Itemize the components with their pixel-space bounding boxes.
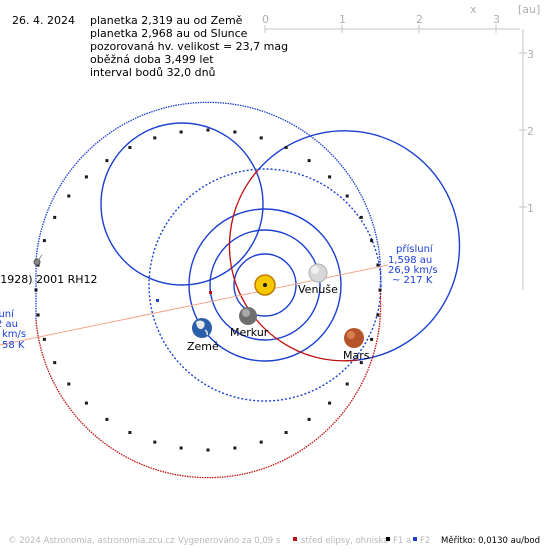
venus bbox=[308, 263, 328, 283]
aphelion-info: odsluní 2 au km/s 58 K bbox=[0, 308, 26, 351]
orbit-point bbox=[259, 136, 263, 140]
orbit-point bbox=[345, 382, 349, 386]
asteroid-orbit-red bbox=[35, 289, 382, 479]
right-tick-1: 1 bbox=[527, 202, 534, 215]
right-tick-2: 2 bbox=[527, 125, 534, 138]
perihelion-info: přísluní 1,598 au 26,9 km/s ~ 217 K bbox=[388, 243, 438, 286]
asteroid-label: (1928) 2001 RH12 bbox=[0, 273, 97, 286]
orbit-point bbox=[67, 382, 71, 386]
top-tick-1: 1 bbox=[339, 13, 346, 26]
orbit-point bbox=[328, 175, 332, 179]
orbit-point bbox=[359, 361, 363, 365]
orbit-point bbox=[206, 448, 210, 452]
top-tick-3: 3 bbox=[493, 13, 500, 26]
orbit-point bbox=[359, 215, 363, 219]
top-tick-2: 2 bbox=[416, 13, 423, 26]
orbit-point bbox=[328, 401, 332, 405]
orbit-point bbox=[284, 146, 288, 149]
perihelion-temp: ~ 217 K bbox=[392, 275, 433, 286]
orbit-point bbox=[284, 431, 288, 434]
legend-center-marker bbox=[293, 537, 297, 541]
orbit-point bbox=[53, 215, 57, 219]
footer: © 2024 Astronomia, astronomia.zcu.cz Vyg… bbox=[8, 536, 540, 546]
orbit-point bbox=[153, 440, 157, 444]
orbit-point bbox=[233, 130, 237, 134]
aphelion-temp: 58 K bbox=[2, 340, 25, 351]
orbit-point bbox=[67, 194, 71, 198]
footer-copyright: © 2024 Astronomia, astronomia.zcu.cz bbox=[8, 536, 175, 546]
orbit-point bbox=[376, 263, 380, 267]
info-distance-sun: planetka 2,968 au od Slunce bbox=[90, 27, 248, 40]
venus-orbit bbox=[209, 229, 321, 341]
date-label: 26. 4. 2024 bbox=[12, 14, 75, 27]
footer-generated: Vygenerováno za 0,09 s bbox=[178, 536, 281, 546]
footer-f1: F1 a bbox=[393, 536, 411, 546]
orbit-point bbox=[370, 239, 374, 243]
mercury bbox=[239, 307, 257, 325]
info-block: planetka 2,319 au od Země planetka 2,968… bbox=[90, 14, 288, 79]
orbit-point bbox=[370, 337, 374, 341]
mercury-label: Merkur bbox=[230, 326, 269, 339]
orbit-point bbox=[36, 313, 40, 317]
orbit-point bbox=[105, 417, 109, 421]
orbit-point bbox=[259, 440, 263, 444]
orbit-point bbox=[34, 288, 38, 292]
orbit-point bbox=[153, 136, 157, 140]
perihelion-distance: 1,598 au bbox=[388, 255, 432, 266]
aphelion-title: odsluní bbox=[0, 308, 15, 320]
orbit-point bbox=[53, 361, 57, 365]
orbit-point bbox=[42, 239, 46, 243]
aphelion-speed: km/s bbox=[2, 329, 26, 340]
ellipse-center-marker bbox=[156, 299, 159, 302]
earth bbox=[192, 318, 212, 338]
mars bbox=[344, 328, 364, 348]
right-tick-3: 3 bbox=[527, 48, 534, 61]
mars-label: Mars bbox=[343, 349, 370, 362]
mercury-orbit bbox=[233, 253, 297, 317]
info-period: oběžná doba 3,499 let bbox=[90, 53, 214, 66]
asteroid-orbit-blue bbox=[35, 101, 382, 320]
mars-orbit-blue bbox=[257, 130, 461, 361]
orbit-point bbox=[376, 313, 380, 317]
axis-unit-label: [au] bbox=[518, 3, 540, 16]
legend-f1-marker bbox=[386, 537, 390, 541]
orbit-point bbox=[345, 194, 349, 198]
info-interval: interval bodů 32,0 dnů bbox=[90, 66, 216, 79]
asteroid-position-points bbox=[34, 128, 382, 452]
legend-f2-marker bbox=[413, 537, 417, 541]
asteroid bbox=[33, 254, 43, 266]
footer-f2: F2 bbox=[420, 536, 430, 546]
orbit-point bbox=[179, 130, 183, 134]
perihelion-title: přísluní bbox=[396, 243, 434, 255]
orbit-point bbox=[206, 128, 210, 132]
axis-x-label: x bbox=[470, 3, 477, 16]
orbit-point bbox=[42, 337, 46, 341]
perihelion-speed: 26,9 km/s bbox=[388, 265, 438, 276]
orbit-point bbox=[307, 417, 311, 421]
top-tick-0: 0 bbox=[262, 13, 269, 26]
orbit-point bbox=[105, 159, 109, 163]
info-distance-earth: planetka 2,319 au od Země bbox=[90, 14, 243, 27]
info-magnitude: pozorovaná hv. velikost = 23,7 mag bbox=[90, 40, 288, 53]
orbit-point bbox=[128, 146, 132, 149]
axes bbox=[264, 25, 527, 290]
orbit-point bbox=[84, 401, 88, 405]
aphelion-distance: 2 au bbox=[0, 319, 18, 330]
venus-label: Venuše bbox=[298, 283, 338, 296]
orbit-point bbox=[233, 446, 237, 450]
earth-label: Země bbox=[187, 340, 219, 353]
footer-scale: Měřítko: 0,0130 au/bod bbox=[441, 536, 540, 546]
orbit-point bbox=[179, 446, 183, 450]
orbit-point bbox=[378, 288, 382, 292]
orbit-point bbox=[84, 175, 88, 179]
footer-center-legend: střed elipsy, ohniska bbox=[301, 536, 388, 546]
mars-orbit-red bbox=[228, 169, 359, 362]
orbit-point bbox=[128, 431, 132, 434]
orbit-point bbox=[307, 159, 311, 163]
focus-marker bbox=[209, 291, 212, 294]
mars-orbit-dark bbox=[100, 122, 264, 286]
sun bbox=[254, 274, 276, 296]
